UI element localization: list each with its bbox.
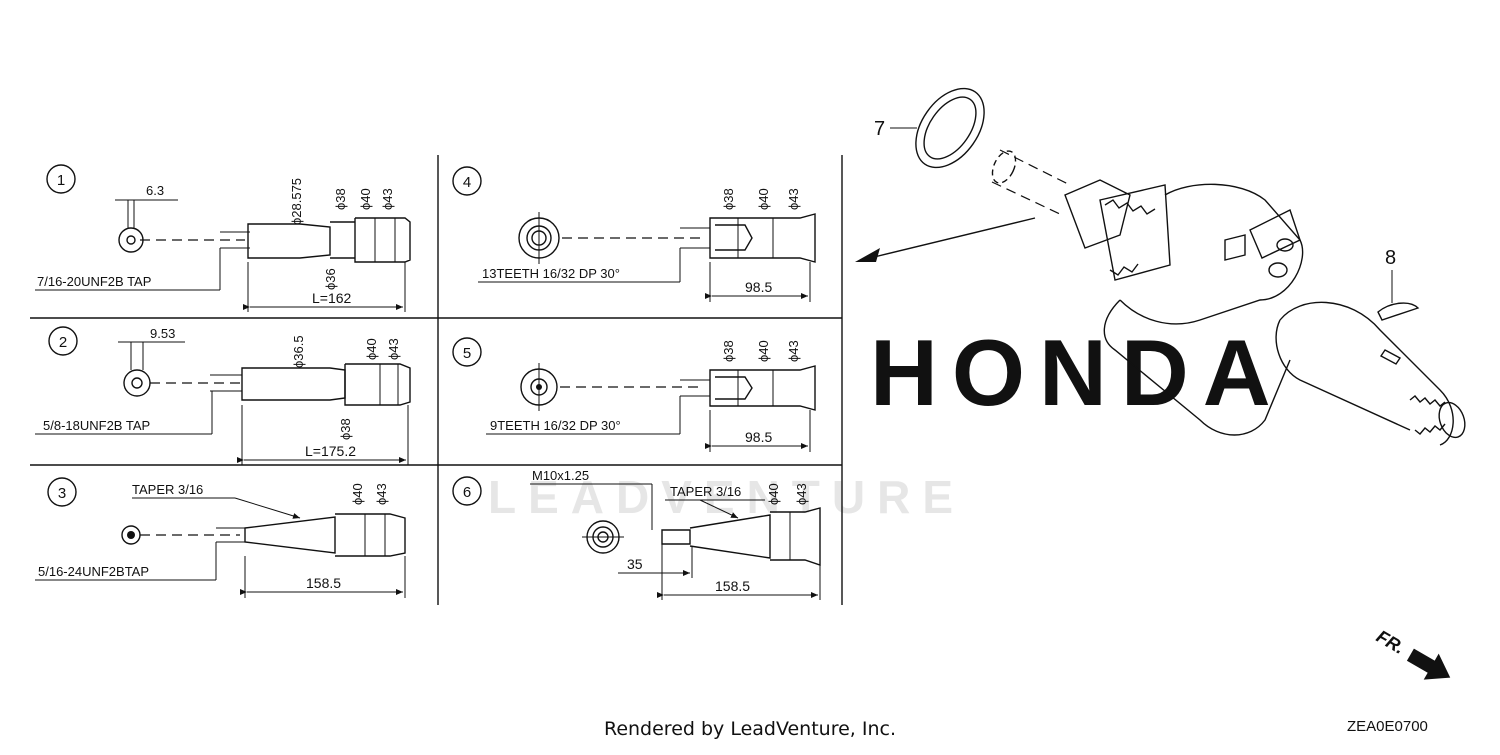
- variant-6-offset: 35: [627, 556, 643, 572]
- diagram-code: ZEA0E0700: [1347, 718, 1428, 735]
- variant-3-d2: ϕ43: [374, 483, 389, 505]
- variant-1-d3: ϕ40: [358, 188, 373, 210]
- watermark-company: LEADVENTURE: [488, 471, 965, 523]
- variant-1-d4: ϕ43: [380, 188, 395, 210]
- variant-4-d3: ϕ43: [786, 188, 801, 210]
- variant-4-gear: 13TEETH 16/32 DP 30°: [482, 266, 620, 281]
- variant-2-thread: 5/8-18UNF2B TAP: [43, 418, 150, 433]
- variant-3-number: 3: [58, 485, 66, 502]
- variant-pointer-arrow: [869, 217, 1036, 259]
- footer-credit: Rendered by LeadVenture, Inc.: [603, 718, 897, 740]
- variant-5: 5 9TEETH 16/32 DP 30° ϕ38 ϕ40 ϕ43 98.5: [452, 337, 816, 452]
- variant-6-thread: M10x1.25: [532, 468, 589, 483]
- variant-4-d1: ϕ38: [721, 188, 736, 210]
- variant-2-key: 9.53: [150, 326, 175, 341]
- variant-6-d1: ϕ40: [766, 483, 781, 505]
- variant-5-length: 98.5: [745, 429, 772, 445]
- variant-grid: [30, 155, 843, 605]
- variant-6: 6 M10x1.25 TAPER 3/16 ϕ40 ϕ43 35 158.5: [452, 468, 821, 600]
- ring-part: [890, 87, 985, 169]
- variant-5-d2: ϕ40: [756, 340, 771, 362]
- variant-5-d1: ϕ38: [721, 340, 736, 362]
- variant-1: 1 6.3 7/16-20UNF2B TAP ϕ28.575 ϕ38 ϕ40 ϕ…: [35, 164, 411, 312]
- variant-2-d3: ϕ43: [386, 338, 401, 360]
- variant-3-d1: ϕ40: [350, 483, 365, 505]
- variant-3-taper: TAPER 3/16: [132, 482, 203, 497]
- variant-1-d1: ϕ28.575: [289, 178, 304, 225]
- variant-6-d2: ϕ43: [794, 483, 809, 505]
- front-label: FR.: [1373, 626, 1408, 658]
- variant-4-number: 4: [463, 174, 471, 191]
- variant-2-d1: ϕ36.5: [291, 335, 306, 368]
- variant-6-taper: TAPER 3/16: [670, 484, 741, 499]
- variant-1-number: 1: [57, 172, 65, 189]
- variant-1-thread: 7/16-20UNF2B TAP: [37, 274, 151, 289]
- variant-6-length: 158.5: [715, 578, 750, 594]
- variant-5-gear: 9TEETH 16/32 DP 30°: [490, 418, 621, 433]
- variant-5-d3: ϕ43: [786, 340, 801, 362]
- variant-1-d5: ϕ36: [323, 268, 338, 290]
- variant-3-thread: 5/16-24UNF2BTAP: [38, 564, 149, 579]
- variant-1-length: L=162: [312, 290, 352, 306]
- variant-2-d4: ϕ38: [338, 418, 353, 440]
- variant-4: 4 13TEETH 16/32 DP 30° ϕ38 ϕ40 ϕ43 98.5: [452, 166, 816, 302]
- crankshaft-illustration: [991, 149, 1466, 446]
- watermark-brand: HONDA: [870, 320, 1285, 425]
- variant-3: 3 5/16-24UNF2BTAP TAPER 3/16 ϕ40 ϕ43 158…: [35, 477, 406, 598]
- variant-6-number: 6: [463, 484, 471, 501]
- callout-ring: 7: [874, 118, 885, 140]
- variant-1-key: 6.3: [146, 183, 164, 198]
- variant-5-number: 5: [463, 345, 471, 362]
- callout-key: 8: [1385, 247, 1396, 269]
- variant-4-length: 98.5: [745, 279, 772, 295]
- variant-2-number: 2: [59, 334, 67, 351]
- woodruff-key: [1377, 302, 1420, 321]
- variant-2: 2 9.53 5/8-18UNF2B TAP ϕ36.5 ϕ40 ϕ43 ϕ38…: [35, 326, 411, 465]
- variant-2-d2: ϕ40: [364, 338, 379, 360]
- variant-2-length: L=175.2: [305, 443, 356, 459]
- front-arrow-icon: [1406, 648, 1451, 680]
- variant-3-length: 158.5: [306, 575, 341, 591]
- variant-4-d2: ϕ40: [756, 188, 771, 210]
- pointer-arrowhead: [855, 248, 880, 262]
- front-direction: FR.: [1373, 626, 1451, 680]
- variant-1-d2: ϕ38: [333, 188, 348, 210]
